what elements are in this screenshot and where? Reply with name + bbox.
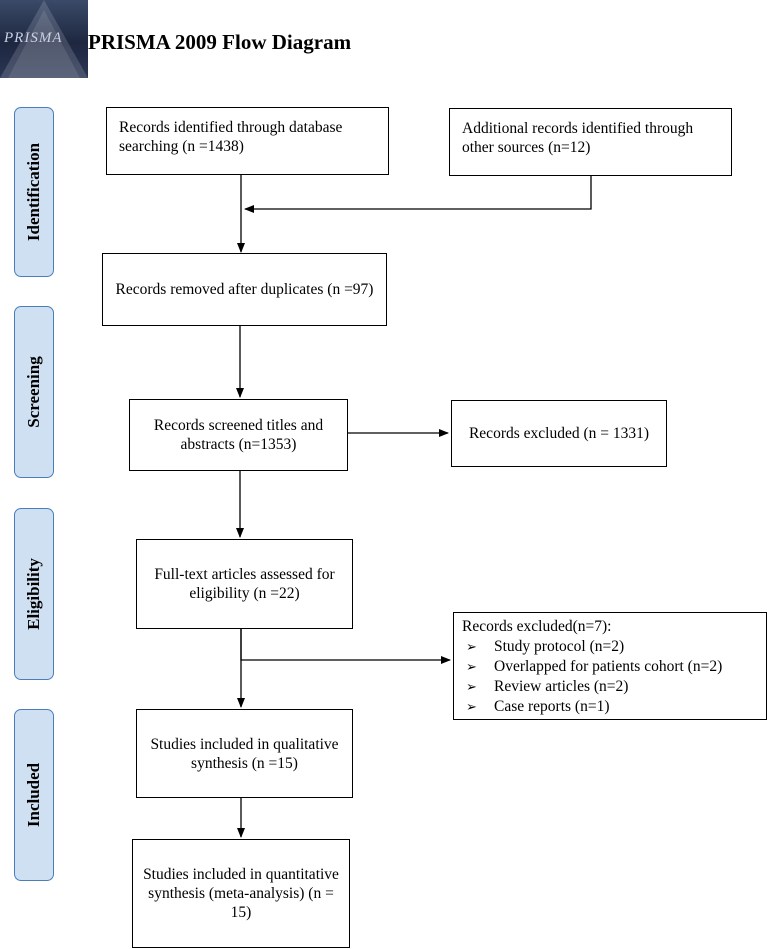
arrow-fulltext-to-exclusions [240,629,451,664]
exclusions-heading: Records excluded(n=7): [462,618,612,635]
exclusion-item: Study protocol (n=2) [462,637,758,657]
box-database-search: Records identified through database sear… [106,107,389,175]
exclusions-list: Study protocol (n=2) Overlapped for pati… [462,637,758,717]
exclusion-item: Review articles (n=2) [462,677,758,697]
logo-text: PRISMA [4,30,63,46]
exclusion-item: Overlapped for patients cohort (n=2) [462,657,758,677]
box-records-excluded: Records excluded (n = 1331) [451,400,667,467]
box-screened: Records screened titles and abstracts (n… [129,399,348,471]
box-quantitative-synthesis: Studies included in quantitative synthes… [132,839,350,948]
phase-included: Included [14,709,54,881]
exclusion-item: Case reports (n=1) [462,697,758,717]
phase-eligibility: Eligibility [14,508,54,680]
box-other-sources: Additional records identified through ot… [449,108,732,176]
phase-identification: Identification [14,107,54,277]
phase-screening: Screening [14,306,54,478]
box-qualitative-synthesis: Studies included in qualitative synthesi… [136,709,353,798]
prisma-logo: PRISMA [0,0,88,78]
logo-triangle-icon [0,0,88,78]
page-title: PRISMA 2009 Flow Diagram [88,30,352,54]
box-after-duplicates: Records removed after duplicates (n =97) [102,253,387,326]
box-fulltext-exclusions: Records excluded(n=7): Study protocol (n… [453,612,767,720]
arrow-other-sources-join [244,176,592,213]
box-fulltext-assessed: Full-text articles assessed for eligibil… [136,539,353,629]
